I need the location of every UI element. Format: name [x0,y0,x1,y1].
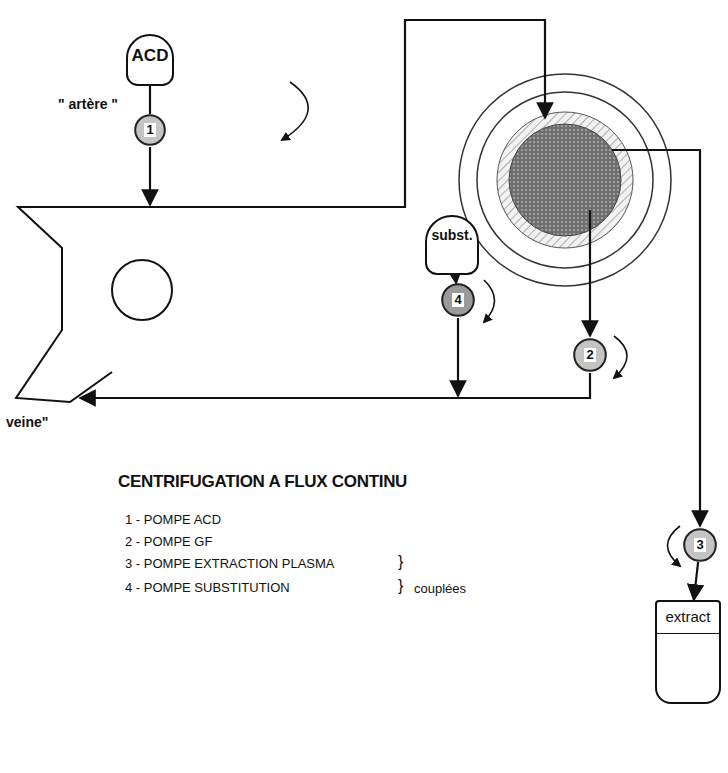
pump-circle-shape [135,115,165,145]
pump-circle-shape [684,529,716,561]
centrifuge-bowl [459,74,671,286]
diagram-title: CENTRIFUGATION A FLUX CONTINU [118,472,407,492]
arterial-line [80,20,545,207]
pump-circle: 4 [441,283,475,317]
bowl-wall [477,92,653,268]
callout-number: 3 [694,538,705,552]
return-line [589,210,591,336]
legend-item: 1 - POMPE ACD [125,512,221,527]
patient-figure [16,207,172,402]
substitution-bag: subst. [425,215,478,275]
acd-bag: ACD [126,34,175,86]
pump-circle: 2 [573,338,607,372]
bag-label: extract [657,602,719,634]
line-label: " artère " [58,96,118,112]
pump-circle-shape [574,339,606,371]
tubing-connector [694,562,698,600]
callout-number: 2 [584,348,595,362]
rotation-arrow [614,336,627,378]
rotation-arrow [484,280,495,322]
patient-head [112,260,172,320]
bag-label: subst. [431,227,472,243]
pump-circle-shape [442,284,474,316]
plasma-line [612,150,700,526]
callout-number: 1 [144,123,155,137]
callout-number: 4 [452,293,463,307]
legend-item: 4 - POMPE SUBSTITUTION [125,580,290,595]
extract-bag: extract [655,600,721,704]
venous-line [80,373,590,398]
note: couplées [414,581,466,596]
substitution-line [457,318,459,396]
bracket: } [398,577,403,595]
legend-item: 3 - POMPE EXTRACTION PLASMA [125,556,335,571]
rotation-arrow [282,82,308,140]
bracket: } [398,553,403,571]
patient-body [16,207,112,402]
pump-circle: 3 [683,528,717,562]
bag-label: ACD [132,46,169,66]
bowl-core [509,124,621,236]
pump-circle: 1 [134,114,166,146]
bowl-outer [459,74,671,286]
bowl-ring [497,112,633,248]
legend-item: 2 - POMPE GF [125,534,212,549]
line-label: veine" [6,414,48,430]
tubing-connector [454,275,457,283]
tubing-connector [149,86,151,114]
acd-line [149,147,151,205]
rotation-arrow [668,526,681,566]
